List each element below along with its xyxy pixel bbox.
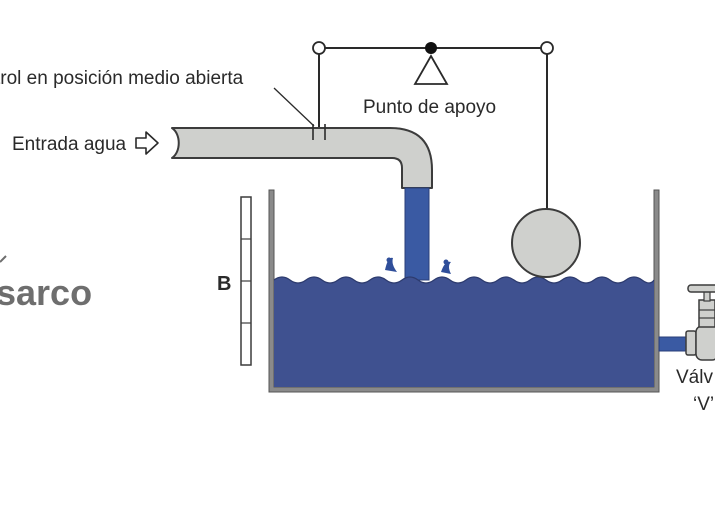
valve-position-label: trol en posición medio abierta	[0, 68, 244, 89]
splash-right	[441, 261, 451, 274]
water-stream	[404, 187, 430, 281]
inlet-pipe	[171, 124, 433, 189]
valve-position-leader	[273, 87, 315, 127]
tank-water-surface	[273, 276, 655, 284]
outlet-valve-label-line1: Válv	[676, 367, 713, 388]
outlet-valve-bonnet	[698, 299, 715, 328]
tank-water	[274, 277, 654, 387]
brand-mark-fragment	[0, 255, 7, 263]
pivot-point	[425, 42, 437, 54]
pivot-label: Punto de apoyo	[363, 97, 496, 118]
brand-logo-text: sarco	[0, 272, 92, 313]
outlet-valve-flange	[685, 330, 697, 356]
splash-drop-right	[443, 259, 449, 265]
water-inlet-label: Entrada agua	[12, 134, 127, 155]
outlet-valve-body	[695, 325, 715, 361]
splash-drop-left	[386, 257, 392, 263]
float-ball	[511, 208, 581, 278]
water-inflow	[385, 187, 451, 281]
pipe-body	[171, 127, 433, 189]
lever-left-joint	[312, 41, 326, 55]
tank	[268, 189, 660, 393]
lever-assembly	[312, 41, 554, 210]
outlet-pipe	[658, 336, 690, 352]
outlet-valve-label-line2: ‘V’	[693, 394, 714, 415]
outlet-assembly	[658, 284, 715, 361]
level-scale	[240, 196, 252, 366]
tank-walls	[268, 189, 660, 393]
lever-right-joint	[540, 41, 554, 55]
level-band-label: B	[217, 273, 231, 295]
fulcrum-triangle-icon	[413, 54, 449, 85]
arrow-right-icon	[135, 131, 159, 155]
outlet-valve-handwheel	[687, 284, 715, 293]
